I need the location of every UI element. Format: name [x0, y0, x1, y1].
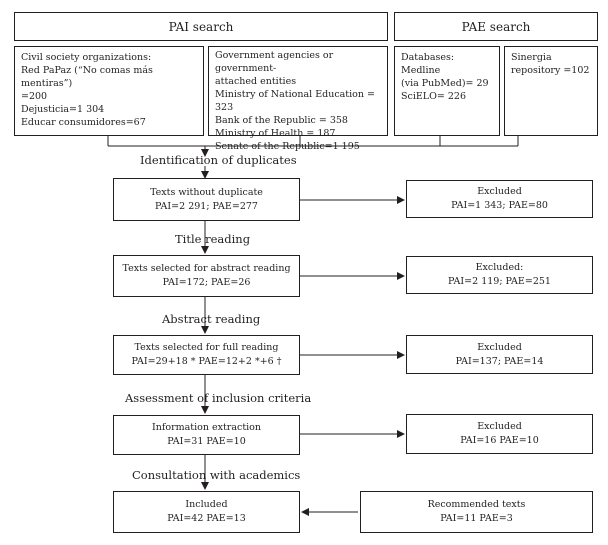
flow-counts: PAI=31 PAE=10	[167, 436, 246, 447]
flow-title: Texts without duplicate	[150, 186, 263, 198]
step-inclusion: Assessment of inclusion criteria	[125, 391, 312, 405]
excluded-counts: PAI=137; PAE=14	[455, 355, 544, 367]
sinergia-line: Sinergia	[511, 52, 552, 63]
excluded-counts: PAI=1 343; PAE=80	[451, 200, 548, 211]
excluded-box-title: Excluded: PAI=2 119; PAE=251	[406, 256, 593, 294]
flow-counts: PAI=29+18 * PAE=12+2 *+6 †	[131, 356, 282, 367]
step-duplicates: Identification of duplicates	[140, 153, 297, 167]
excluded-title: Excluded	[477, 186, 522, 197]
excluded-box-duplicates: Excluded PAI=1 343; PAE=80	[406, 180, 593, 218]
sinergia-box: Sinergia repository =102	[504, 46, 598, 136]
government-line: Senate of the Republic=1 195	[215, 141, 360, 152]
flow-title: Included	[185, 499, 228, 510]
excluded-box-abstract: Excluded PAI=137; PAE=14	[406, 335, 593, 374]
recommended-counts: PAI=11 PAE=3	[440, 513, 513, 524]
databases-line: SciELO= 226	[401, 91, 467, 102]
civil-society-box: Civil society organizations: Red PaPaz (…	[14, 46, 204, 136]
pai-search-label: PAI search	[168, 19, 234, 34]
recommended-title: Recommended texts	[427, 499, 526, 510]
flow-counts: PAI=2 291; PAE=277	[155, 200, 258, 212]
excluded-title: Excluded:	[475, 262, 524, 273]
recommended-box: Recommended texts PAI=11 PAE=3	[360, 491, 593, 533]
flow-title: Texts selected for full reading	[134, 342, 279, 353]
excluded-box-inclusion: Excluded PAI=16 PAE=10	[406, 414, 593, 454]
flow-counts: PAI=42 PAE=13	[167, 513, 246, 524]
pae-search-label: PAE search	[461, 19, 531, 34]
flow-box-abstract-selection: Texts selected for abstract reading PAI=…	[113, 255, 300, 297]
flow-counts: PAI=172; PAE=26	[162, 277, 251, 288]
flow-title: Texts selected for abstract reading	[122, 263, 291, 274]
step-title-reading: Title reading	[175, 232, 251, 246]
flow-box-no-duplicates: Texts without duplicate PAI=2 291; PAE=2…	[113, 178, 300, 221]
pai-search-header: PAI search	[14, 12, 388, 41]
flow-box-full-reading: Texts selected for full reading PAI=29+1…	[113, 335, 300, 375]
excluded-title: Excluded	[477, 421, 522, 432]
flow-box-extraction: Information extraction PAI=31 PAE=10	[113, 415, 300, 455]
step-abstract-reading: Abstract reading	[162, 312, 261, 326]
flow-box-included: Included PAI=42 PAE=13	[113, 491, 300, 533]
excluded-counts: PAI=16 PAE=10	[460, 435, 539, 446]
step-consultation: Consultation with academics	[132, 468, 301, 482]
government-line: Government agencies or government-	[215, 50, 334, 74]
civil-line: Educar consumidores=67	[21, 117, 146, 128]
government-line: Ministry of National Education = 323	[215, 89, 375, 113]
government-line: Ministry of Health = 187	[215, 128, 336, 139]
databases-line: (via PubMed)= 29	[401, 78, 489, 89]
databases-line: Medline	[401, 65, 441, 76]
civil-line: =200	[21, 91, 48, 102]
government-box: Government agencies or government- attac…	[208, 46, 388, 152]
excluded-counts: PAI=2 119; PAE=251	[448, 276, 551, 287]
databases-box: Databases: Medline (via PubMed)= 29 SciE…	[394, 46, 500, 136]
civil-line: Red PaPaz (“No comas más mentiras”)	[21, 65, 153, 89]
civil-line: Dejusticia=1 304	[21, 104, 105, 115]
sinergia-line: repository =102	[511, 65, 590, 76]
government-line: Bank of the Republic = 358	[215, 115, 348, 126]
civil-line: Civil society organizations:	[21, 52, 152, 63]
databases-line: Databases:	[401, 52, 455, 63]
flow-title: Information extraction	[151, 422, 262, 433]
excluded-title: Excluded	[477, 341, 522, 353]
government-line: attached entities	[215, 76, 297, 87]
pae-search-header: PAE search	[394, 12, 598, 41]
